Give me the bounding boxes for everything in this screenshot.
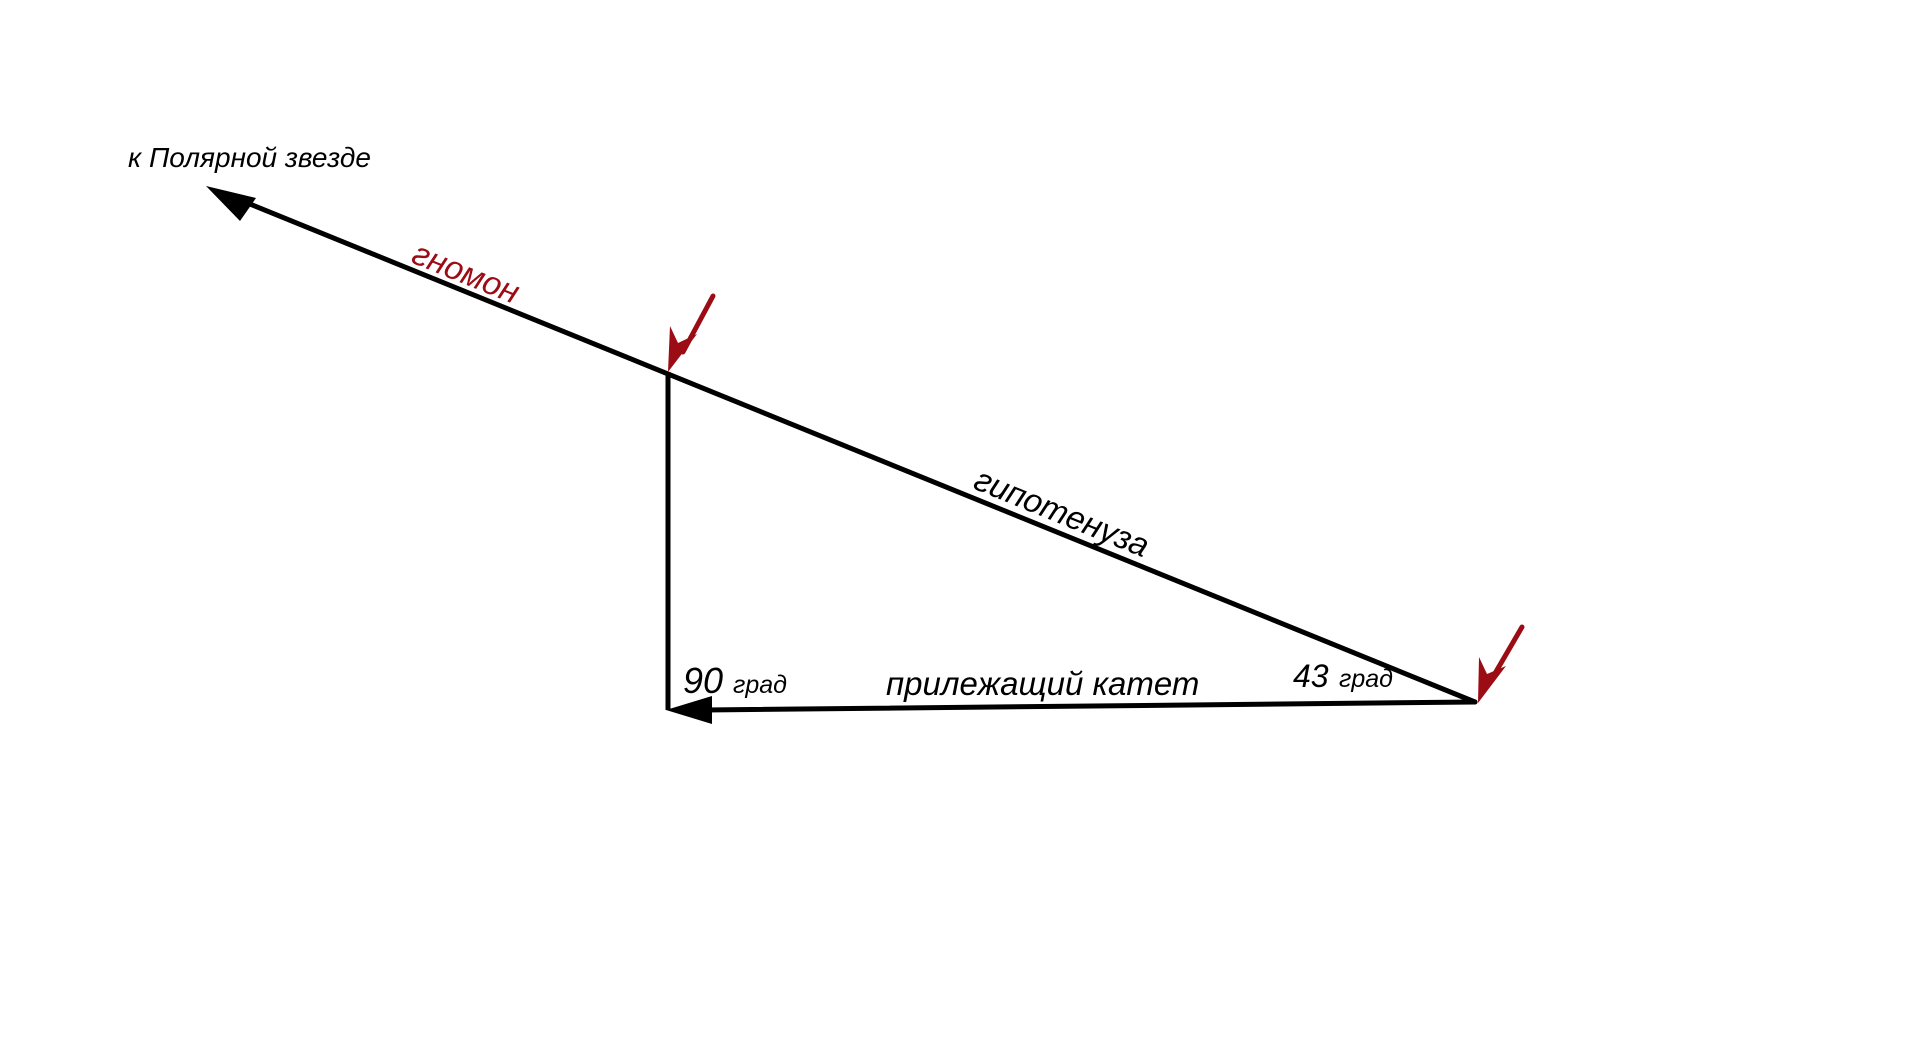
polaris-label: к Полярной звезде: [128, 142, 371, 173]
right-angle-unit: град: [733, 671, 787, 699]
right-angle-value: 90: [683, 660, 723, 701]
top-vertex-marker-arrow: [668, 293, 716, 372]
gnomon-label: гномон: [407, 234, 525, 310]
latitude-angle-value: 43: [1293, 658, 1329, 694]
polaris-arrowhead: [206, 186, 256, 221]
adjacent-leg-label: прилежащий катет: [886, 665, 1199, 702]
adjacent-leg-arrowhead: [666, 696, 712, 724]
gnomon-line: [237, 197, 1478, 705]
hypotenuse-label: гипотенуза: [969, 460, 1154, 564]
right-vertex-marker-arrow: [1478, 624, 1525, 703]
adjacent-leg-line: [702, 699, 1478, 713]
latitude-angle-unit: град: [1339, 665, 1393, 693]
